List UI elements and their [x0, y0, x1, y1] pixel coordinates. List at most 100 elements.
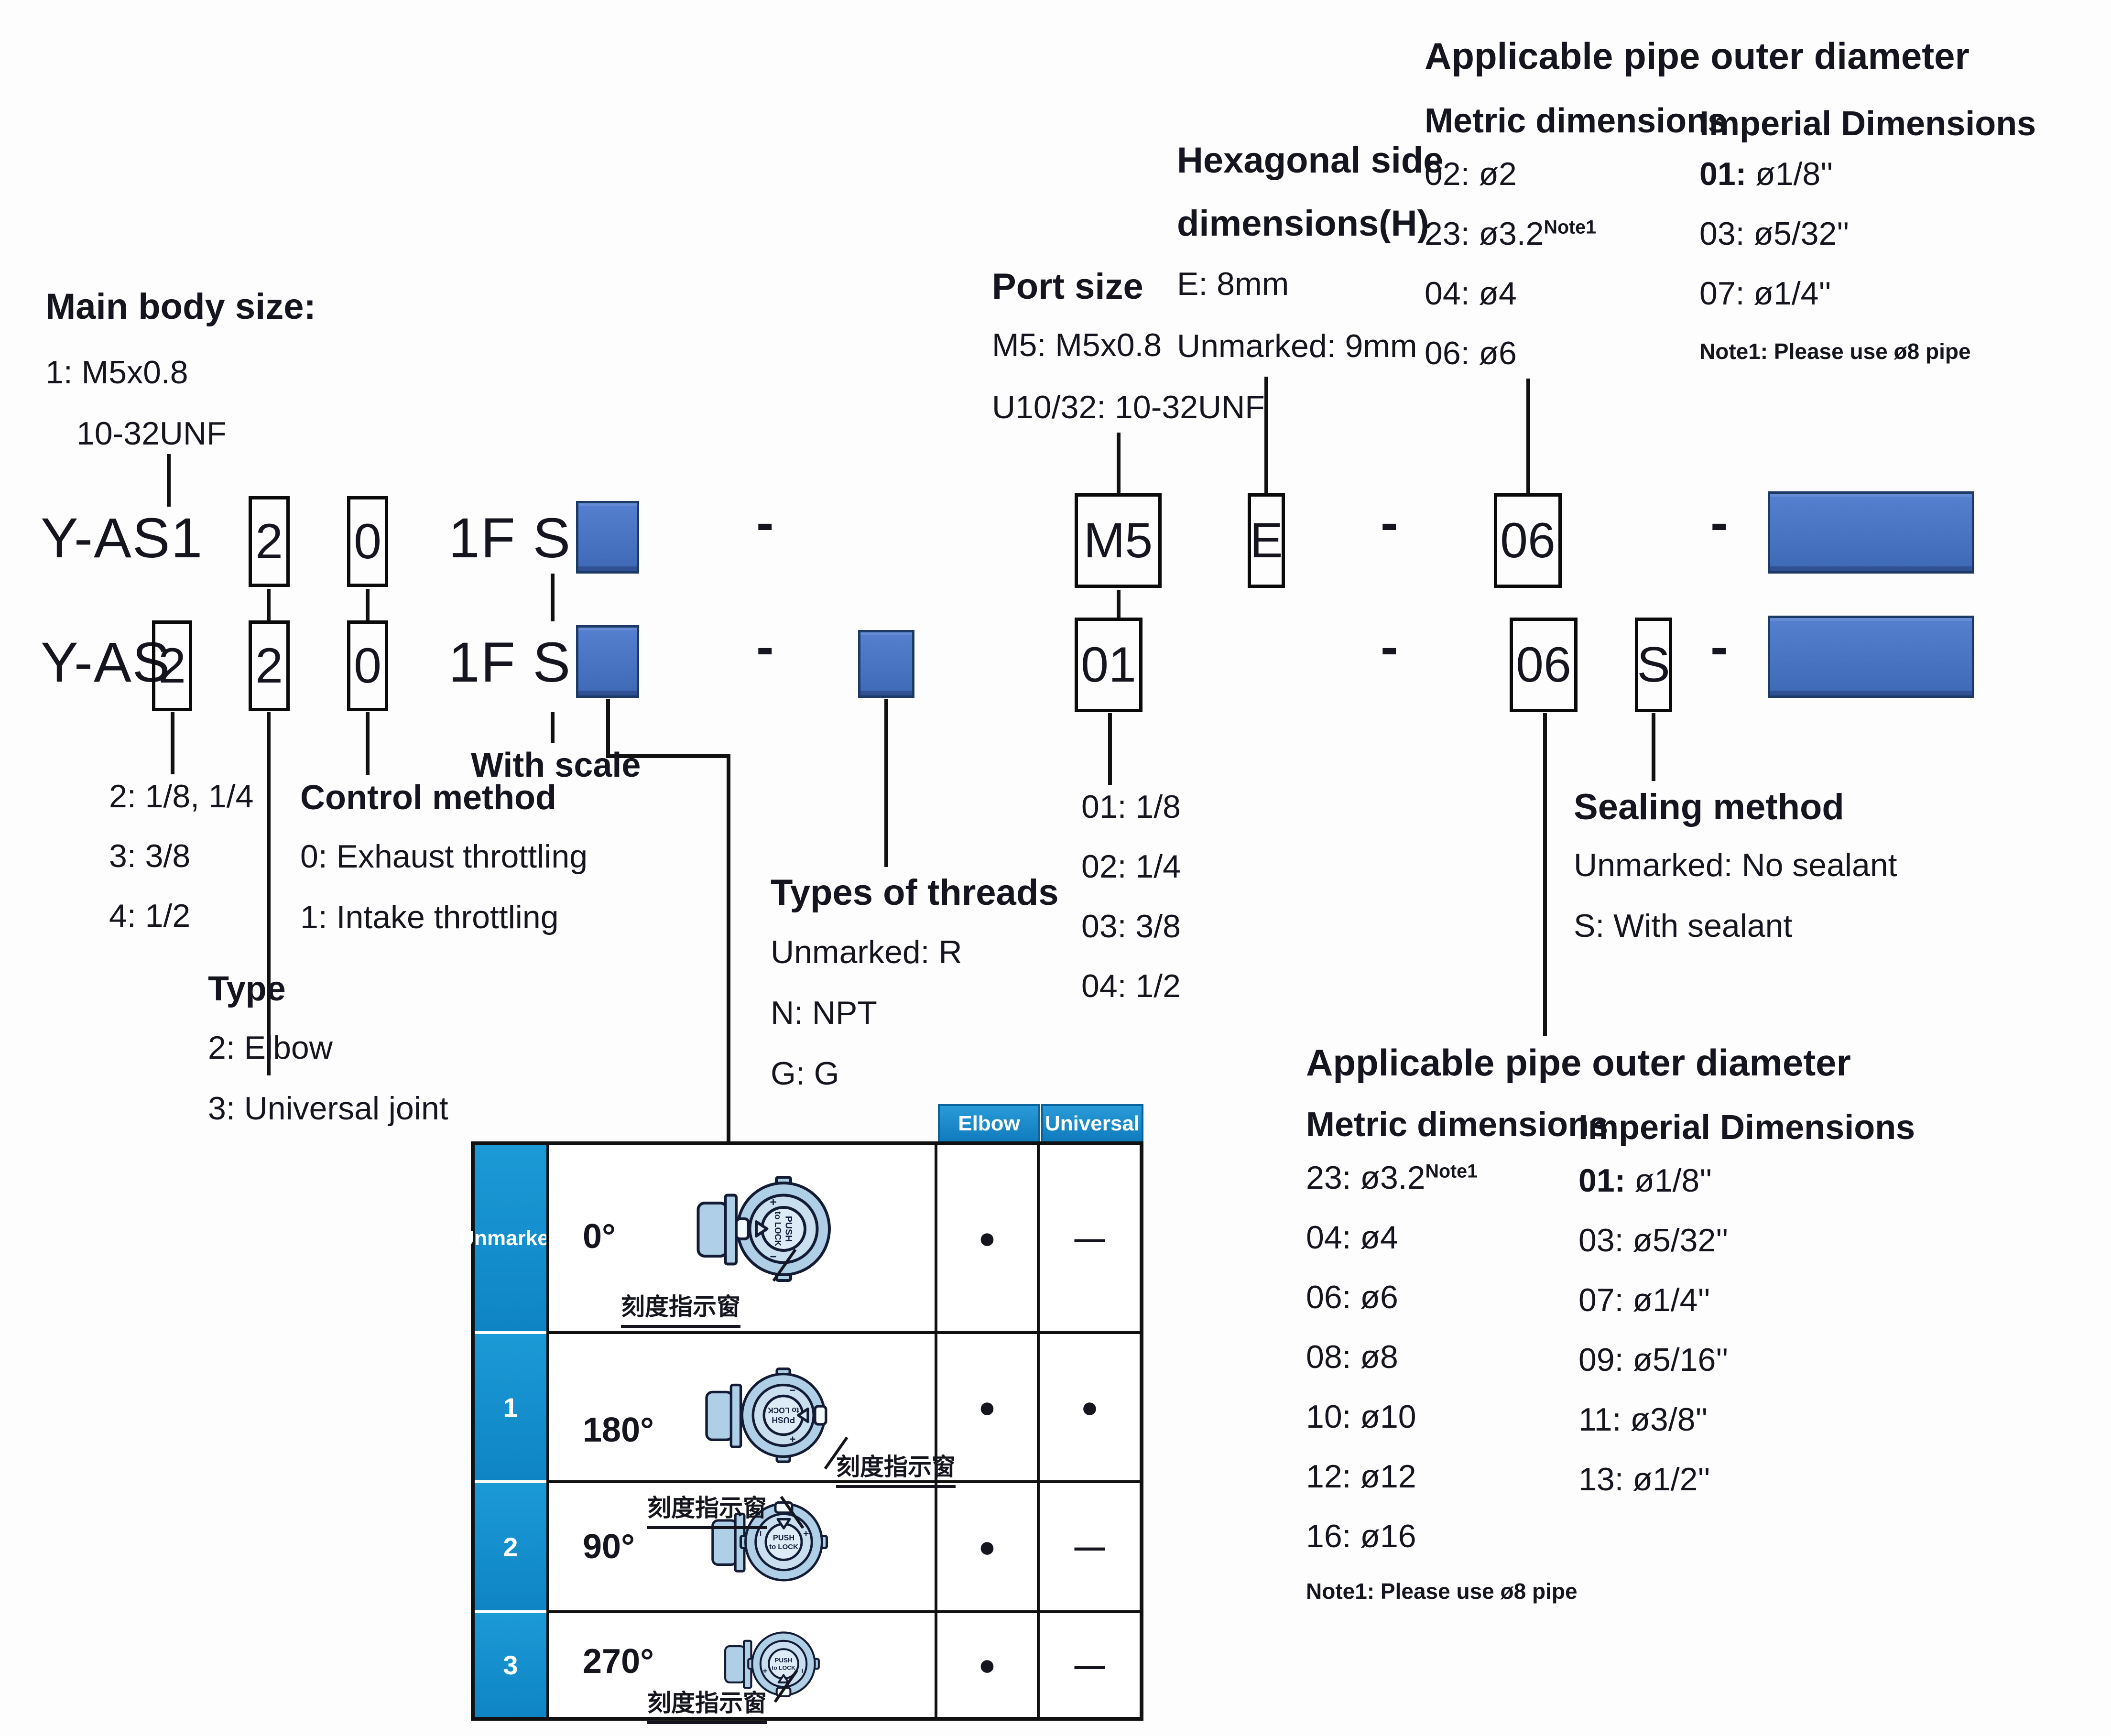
code-dash: -: [1381, 493, 1398, 552]
connector-line: [606, 699, 610, 758]
thread-option-box-row2: [858, 630, 914, 698]
list-item: 02: ø2: [1425, 156, 1517, 192]
list-item: 23: ø3.2Note1: [1306, 1160, 1478, 1196]
angle-illustration-cell: 0° +− PUSH to LOCK 刻度指示窗: [546, 1145, 935, 1334]
main-body-size-title: Main body size:: [45, 286, 316, 327]
available-dot: ●: [1080, 1390, 1099, 1424]
table-header-elbow: Elbow: [938, 1104, 1040, 1143]
port-code-box-row1: M5: [1075, 493, 1162, 588]
list-item: 03: 3/8: [1081, 908, 1181, 944]
connector-line: [1108, 713, 1112, 785]
list-item: 1: Intake throttling: [300, 899, 559, 935]
fitting-knob-illustration: +− PUSH to LOCK: [696, 1176, 831, 1282]
sealing-title: Sealing method: [1574, 787, 1844, 827]
pipe-top-imperial-header: Imperial Dimensions: [1699, 105, 2036, 143]
elbow-availability-cell: ●: [935, 1483, 1037, 1613]
list-item: N: NPT: [771, 995, 877, 1031]
table-header-universal: Universal: [1041, 1104, 1143, 1143]
svg-text:to LOCK: to LOCK: [772, 1664, 795, 1671]
list-item: 01: ø1/8'': [1578, 1162, 1712, 1199]
list-item: S: With sealant: [1574, 908, 1793, 944]
available-dot: ●: [978, 1222, 996, 1255]
list-item: 13: ø1/2'': [1578, 1461, 1710, 1497]
angle-label: 90°: [583, 1528, 635, 1566]
list-item: 3: Universal joint: [208, 1090, 448, 1127]
svg-text:+: +: [770, 1196, 777, 1209]
list-item: 01: 1/8: [1081, 789, 1181, 825]
available-dot: ●: [978, 1390, 996, 1424]
pipe-top-title: Applicable pipe outer diameter: [1425, 35, 1970, 77]
list-item: 06: ø6: [1306, 1279, 1398, 1315]
list-item: E: 8mm: [1177, 266, 1289, 302]
code-dash: -: [756, 618, 774, 676]
list-item: 07: ø1/4'': [1699, 275, 1831, 312]
not-available-dash: —: [1074, 1221, 1105, 1256]
connector-line: [267, 712, 271, 1075]
angle-label: 180°: [583, 1411, 654, 1449]
list-item: 09: ø5/16'': [1578, 1342, 1729, 1378]
list-item: 11: ø3/8'': [1578, 1401, 1708, 1438]
pipe-top-metric-header: Metric dimensions: [1425, 102, 1727, 140]
threads-title: Types of threads: [771, 872, 1059, 913]
angle-code-cell: Unmarked: [459, 1145, 562, 1334]
list-item: 16: ø16: [1306, 1518, 1416, 1554]
connector-line: [1264, 377, 1268, 494]
sealing-options: Unmarked: No sealant S: With sealant: [1574, 849, 1897, 942]
available-dot: ●: [978, 1530, 996, 1563]
list-item: Unmarked: R: [771, 934, 962, 970]
pipe-bottom-title: Applicable pipe outer diameter: [1306, 1042, 1851, 1084]
not-available-dash: —: [1074, 1530, 1105, 1564]
scale-option-box-row2: [576, 625, 639, 698]
port-code-box-row2: 01: [1075, 618, 1143, 712]
elbow-availability-cell: ●: [935, 1334, 1037, 1483]
elbow-availability-cell: ●: [935, 1613, 1037, 1717]
size-code-box-row1: 2: [249, 496, 290, 587]
code-dash: -: [1710, 493, 1728, 552]
list-item: Unmarked: No sealant: [1574, 847, 1897, 883]
model-prefix-row1: Y-AS1: [41, 507, 204, 570]
svg-text:+: +: [801, 1530, 811, 1536]
pipe-top-imperial-list: 01: ø1/8''03: ø5/32''07: ø1/4'': [1699, 158, 1849, 310]
list-item: 07: ø1/4'': [1578, 1282, 1710, 1318]
angle-code-cell: 3: [475, 1613, 546, 1717]
angle-illustration-cell: 90° +− PUSH to LOCK 刻度指示窗: [546, 1483, 935, 1613]
list-item: M5: M5x0.8: [992, 327, 1162, 363]
code-dash: -: [1710, 618, 1728, 676]
connector-line: [1526, 379, 1530, 494]
code-dash: -: [756, 493, 774, 552]
connector-line: [366, 589, 370, 620]
scale-indicator-window-label: 刻度指示窗: [647, 1489, 767, 1529]
not-available-dash: —: [1074, 1648, 1105, 1682]
blank-option-box-row1: [1768, 491, 1974, 574]
svg-text:−: −: [770, 1250, 777, 1263]
universal-availability-cell: —: [1037, 1483, 1140, 1613]
type-options: 2: Elbow 3: Universal joint: [208, 1031, 448, 1125]
seal-code-box-row2: S: [1635, 618, 1672, 712]
svg-text:−: −: [798, 1669, 807, 1673]
control-method-title: Control method: [300, 779, 556, 817]
code-dash: -: [1381, 618, 1398, 676]
list-item: 2: Elbow: [208, 1030, 333, 1066]
connector-line: [1652, 713, 1655, 781]
svg-text:PUSH: PUSH: [772, 1415, 795, 1425]
pipe-bottom-imperial-header: Imperial Dimensions: [1578, 1108, 1915, 1147]
with-scale-label: With scale: [471, 746, 641, 784]
type-code-box-row2: 2: [152, 620, 192, 711]
universal-availability-cell: —: [1037, 1613, 1140, 1717]
connector-line: [1117, 433, 1121, 494]
pipe-bottom-imperial-list: 01: ø1/8'' 03: ø5/32'' 07: ø1/4'' 09: ø5/16…: [1578, 1164, 1728, 1496]
list-item: 03: ø5/32'': [1578, 1222, 1729, 1259]
list-item: 0: Exhaust throttling: [300, 838, 588, 875]
universal-availability-cell: —: [1037, 1145, 1140, 1334]
connector-line: [1543, 713, 1547, 1036]
pipe-top-note: Note1: Please use ø8 pipe: [1699, 339, 1971, 364]
connector-line: [551, 712, 555, 743]
scale-indicator-window-label: 刻度指示窗: [836, 1448, 956, 1488]
connector-line: [1117, 590, 1121, 618]
connector-line: [171, 712, 174, 774]
list-item: 04: ø4: [1425, 275, 1517, 312]
